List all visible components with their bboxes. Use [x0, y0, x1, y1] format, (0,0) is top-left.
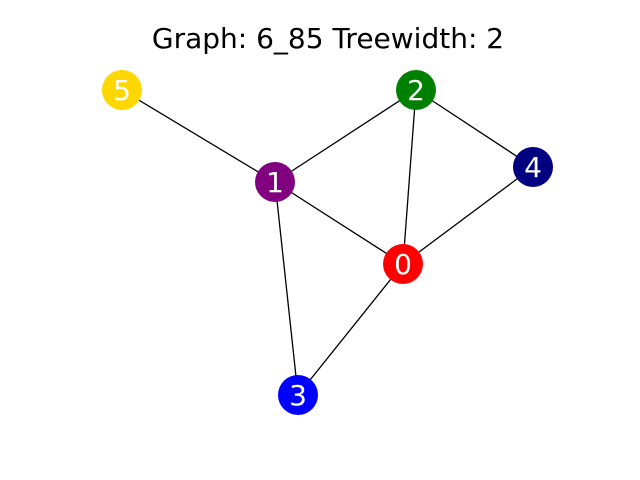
edge-2-4	[415, 89, 534, 168]
edges-layer	[121, 89, 534, 396]
edge-0-3	[297, 263, 404, 396]
edge-2-0	[402, 89, 417, 265]
edge-5-1	[121, 89, 276, 183]
node-circle-1	[255, 162, 295, 202]
node-circle-0	[383, 244, 423, 284]
node-3: 3	[278, 375, 318, 415]
edge-1-2	[274, 89, 417, 183]
node-label-1: 1	[266, 166, 284, 199]
node-circle-5	[102, 70, 142, 110]
node-label-3: 3	[289, 379, 307, 412]
node-label-0: 0	[394, 248, 412, 281]
node-1: 1	[255, 162, 295, 202]
node-label-5: 5	[113, 74, 131, 107]
edge-1-0	[274, 181, 404, 265]
node-circle-2	[396, 70, 436, 110]
node-label-4: 4	[524, 151, 542, 184]
node-5: 5	[102, 70, 142, 110]
node-circle-4	[513, 147, 553, 187]
edge-1-3	[274, 181, 299, 396]
node-0: 0	[383, 244, 423, 284]
edge-4-0	[402, 166, 534, 265]
node-2: 2	[396, 70, 436, 110]
node-label-2: 2	[407, 74, 425, 107]
node-circle-3	[278, 375, 318, 415]
graph-title: Graph: 6_85 Treewidth: 2	[152, 22, 504, 55]
nodes-layer: 0 1 2 3 4 5	[102, 70, 553, 415]
node-4: 4	[513, 147, 553, 187]
